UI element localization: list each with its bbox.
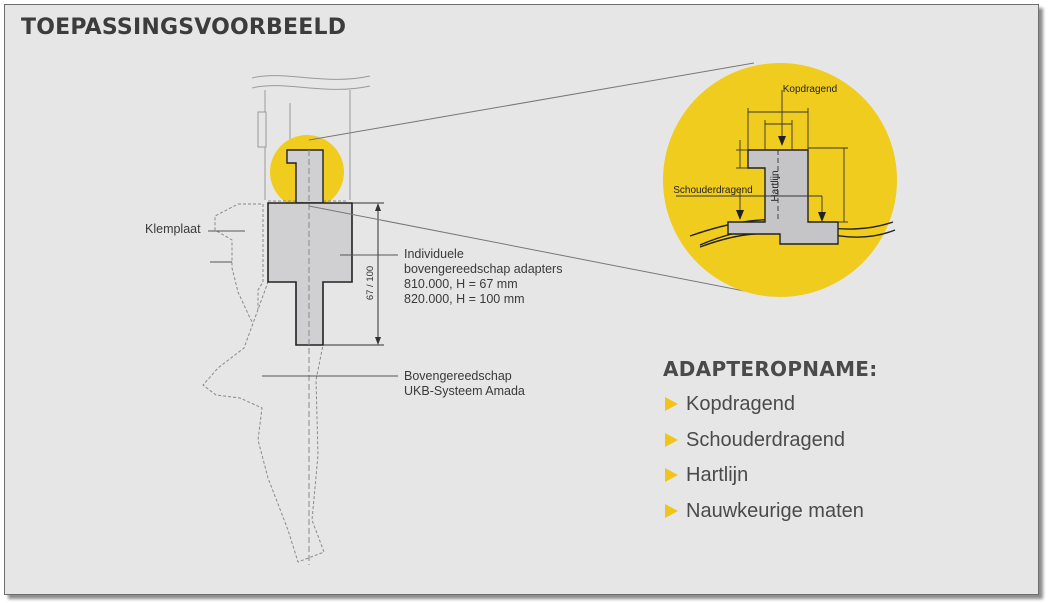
height-dimension-label: 67 / 100 [365,266,376,300]
klemplaat-outline [214,203,269,342]
page-title: TOEPASSINGSVOORBEELD [21,15,347,40]
label-adapters: Individuele bovengereedschap adapters 81… [404,247,562,307]
legend-item: Schouderdragend [665,427,864,463]
magnify-connectors [308,62,771,297]
label-adapters-line-1: Individuele [404,247,464,261]
height-dimension [323,202,384,346]
legend-item-label: Hartlijn [686,464,749,486]
play-arrow-icon [665,468,678,482]
legend-item-label: Schouderdragend [686,428,846,451]
legend-title: ADAPTEROPNAME: [663,357,878,381]
detail-label-hartlijn: Hartlijn [770,170,781,201]
label-bovengereedschap-line-1: Bovengereedschap [404,369,512,383]
label-bovengereedschap-line-2: UKB-Systeem Amada [404,384,525,398]
adapter-profile-magnified [727,149,839,245]
legend-item-label: Kopdragend [686,393,795,415]
label-adapters-line-3: 810.000, H = 67 mm [404,277,518,291]
legend-list: Kopdragend Schouderdragend Hartlijn Nauw… [665,391,864,533]
label-adapters-line-4: 820.000, H = 100 mm [404,292,525,306]
legend-item-label: Nauwkeurige maten [686,499,864,522]
play-arrow-icon [665,503,678,518]
legend-item: Nauwkeurige maten [665,498,864,534]
leader-lines [208,230,398,377]
magnified-dimensions [676,90,848,223]
label-adapters-line-2: bovengereedschap adapters [404,262,563,276]
legend-item: Hartlijn [665,462,864,498]
detail-label-kopdragend: Kopdragend [783,84,838,95]
detail-label-schouderdragend: Schouderdragend [673,185,753,196]
play-arrow-icon [665,432,678,447]
legend-item: Kopdragend [665,391,864,427]
label-bovengereedschap: Bovengereedschap UKB-Systeem Amada [404,369,525,399]
magnified-arrows [736,136,826,222]
label-klemplaat: Klemplaat [145,222,201,236]
play-arrow-icon [665,397,678,411]
